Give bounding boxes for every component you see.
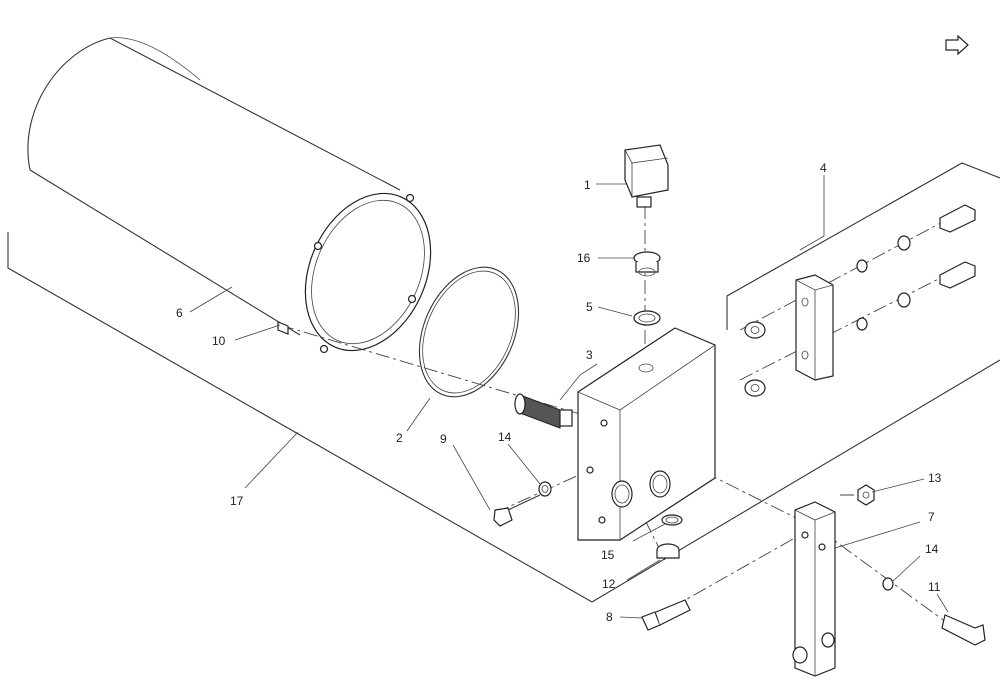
hex-bolt-9 [493,494,541,527]
callout-1: 1 [584,178,591,192]
callout-15: 15 [601,548,615,562]
filter-head-block [577,327,716,541]
callout-2: 2 [396,431,403,445]
callout-14-left: 14 [498,430,512,444]
callout-13: 13 [928,471,942,485]
o-ring-seal [418,266,520,398]
spacer-bar [795,274,834,381]
callout-14-right: 14 [925,542,939,556]
bracket-bolts [939,204,976,289]
callout-12: 12 [602,577,616,591]
callout-6: 6 [176,306,183,320]
callout-9: 9 [440,432,447,446]
bracket-plate [726,162,1000,330]
lock-washer-right [882,577,894,591]
callout-5: 5 [586,300,593,314]
callout-7: 7 [928,510,935,524]
cap-screw [941,614,986,646]
callout-4: 4 [820,161,827,175]
support-tube [792,501,836,677]
callout-labels: 1 2 3 4 5 6 7 8 9 10 11 12 13 14 14 15 1… [176,161,942,624]
adapter-fitting [633,251,661,277]
bowl-fitting [277,321,289,335]
callout-10: 10 [212,334,226,348]
callout-11: 11 [928,580,941,594]
drain-plug [656,543,680,559]
view-direction-arrow-icon [945,34,969,56]
hex-nut [857,484,875,506]
pressure-indicator [624,144,669,208]
hex-bolt-8 [641,599,691,631]
mounting-plate [7,232,1000,603]
callout-8: 8 [606,610,613,624]
strainer-element [514,393,573,429]
filter-bowl [26,37,432,354]
callout-3: 3 [586,348,593,362]
callout-17: 17 [230,494,244,508]
seal-washer [633,310,661,326]
seal-ring-15 [661,514,683,526]
leader-lines [189,175,949,619]
lock-washer-left [538,481,552,497]
bracket-washers [744,235,911,397]
callout-16: 16 [577,251,591,265]
